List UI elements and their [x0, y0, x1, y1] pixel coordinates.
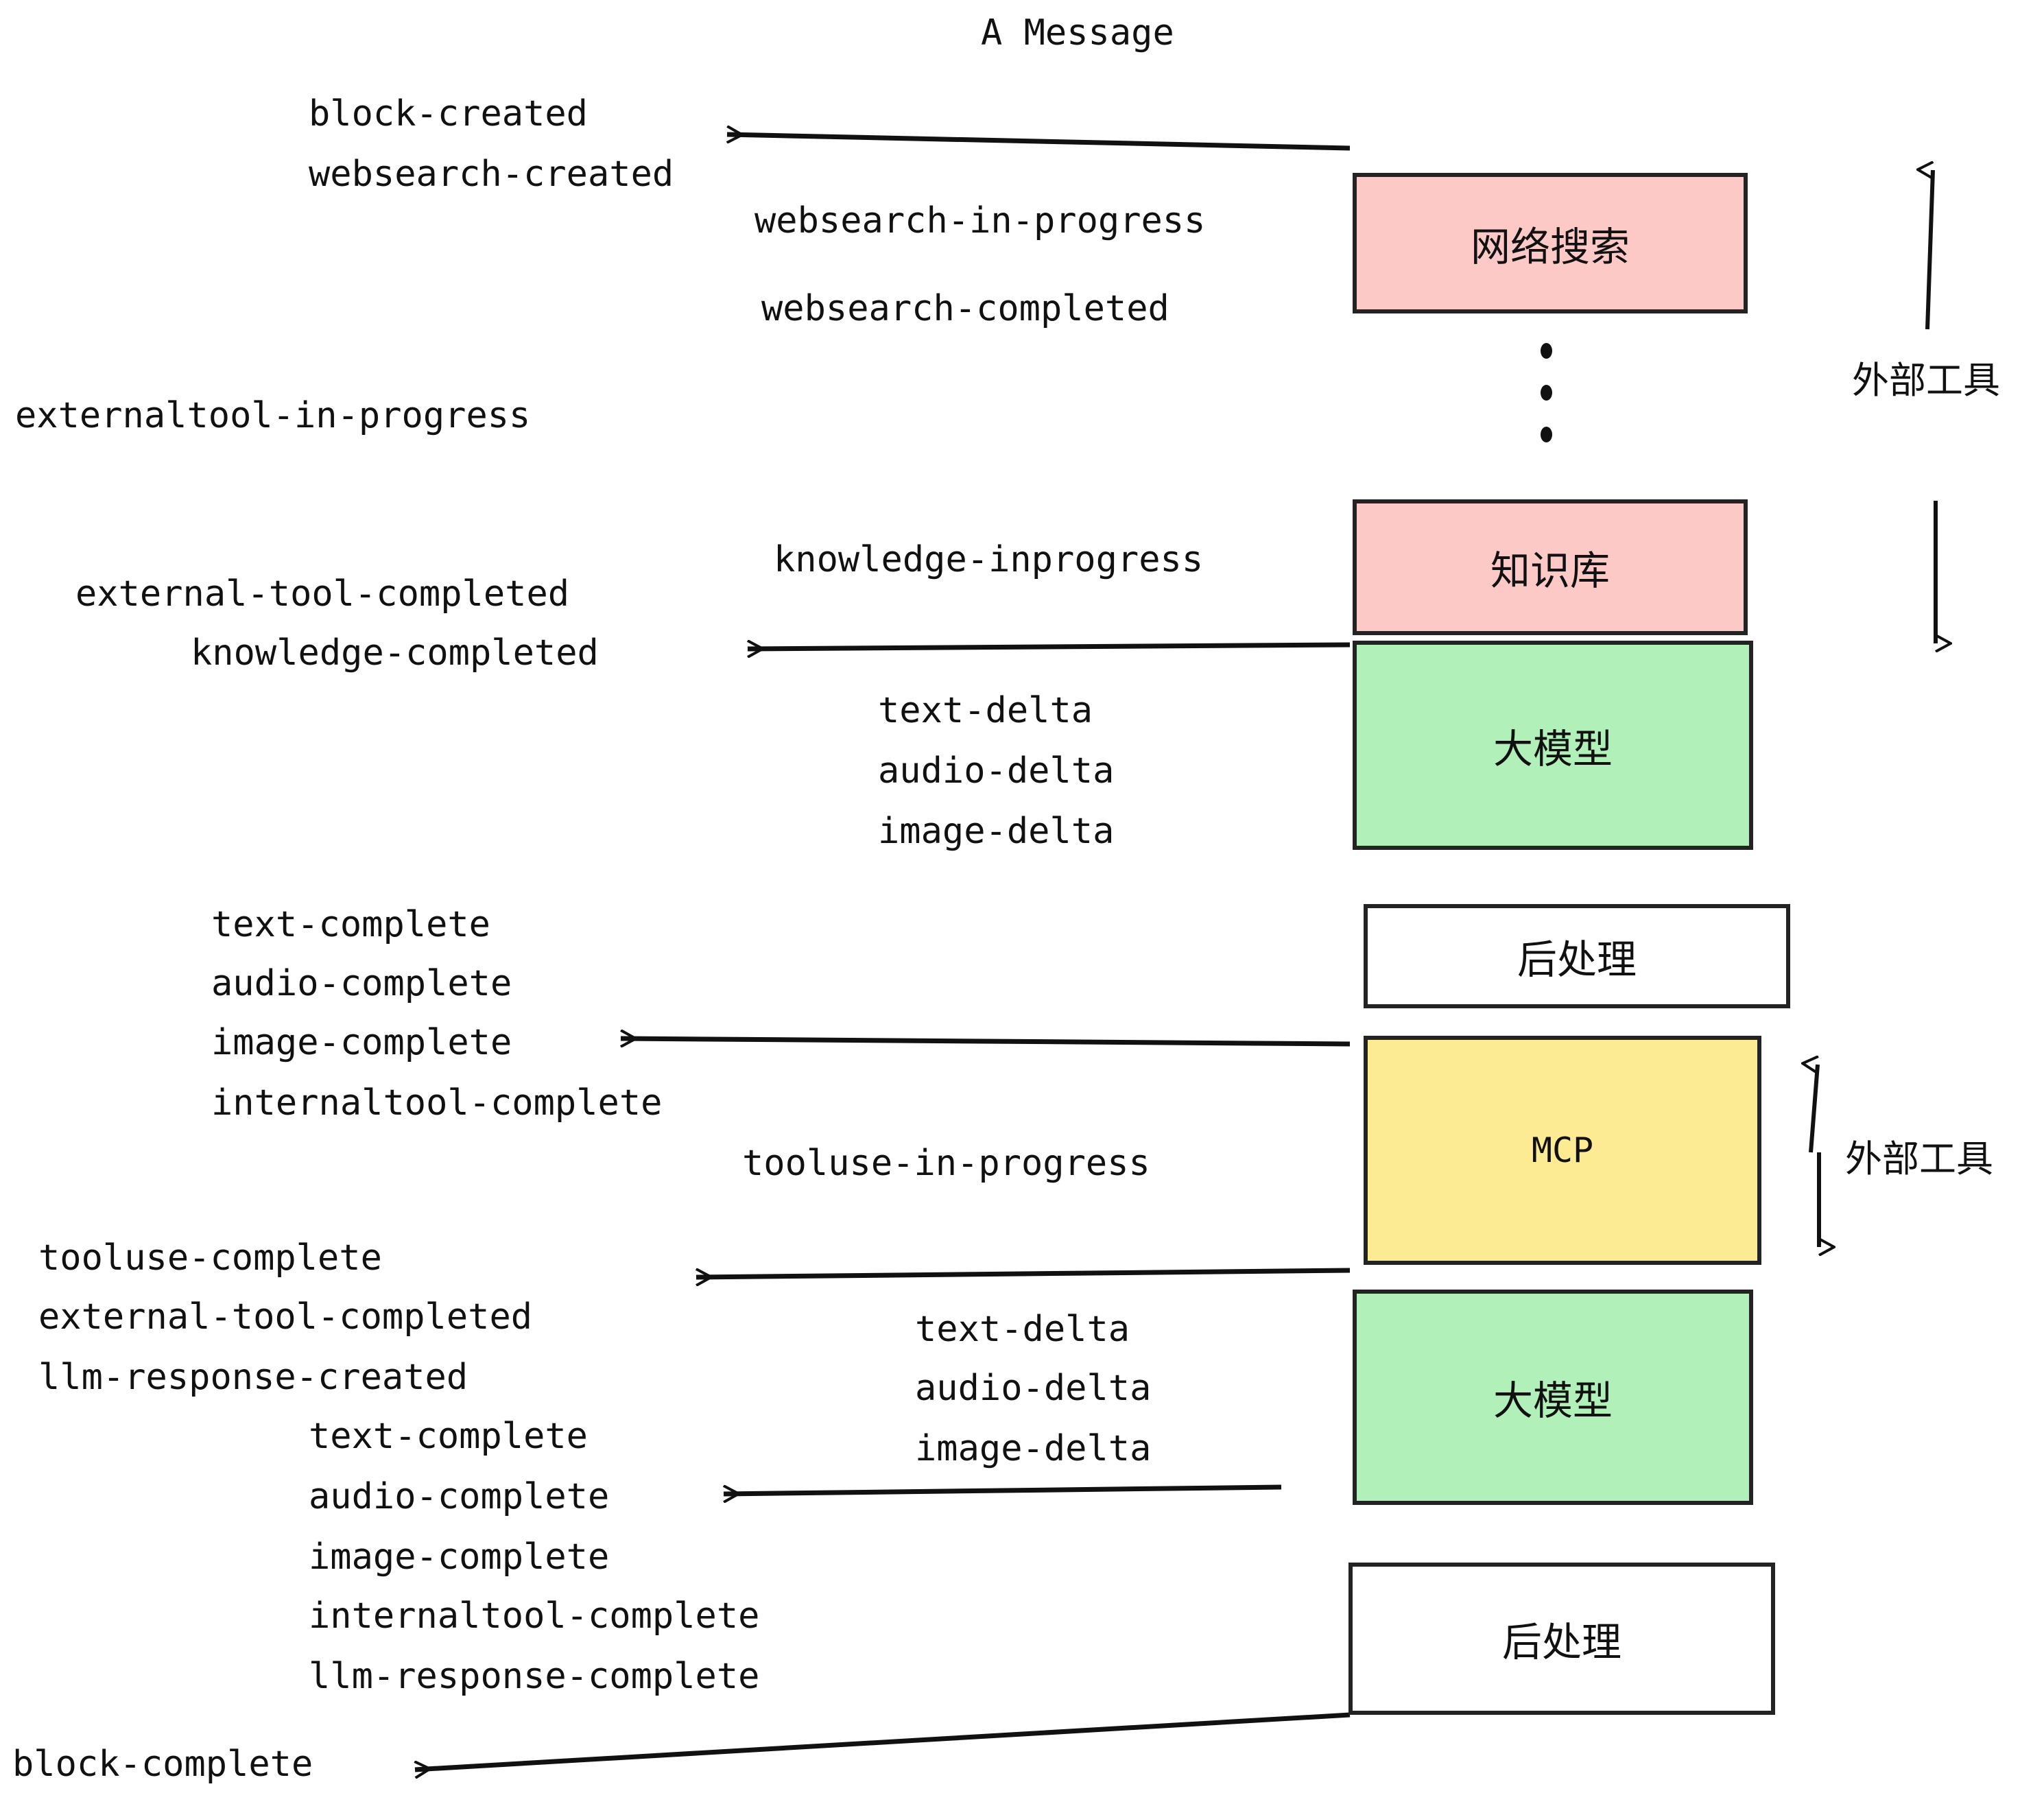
side-label-external-tool-top: 外部工具 [1852, 359, 2000, 402]
arrow-mcp-to-tooluse-complete [696, 1268, 1351, 1277]
diagram-title: A Message [981, 12, 1174, 54]
event-label-external-tool-completed-2: external-tool-completed [38, 1296, 533, 1338]
node-postprocess-1-label: 后处理 [1517, 936, 1637, 983]
arrow-postprocess1-to-image-complete [621, 1039, 1351, 1044]
node-websearch-label: 网络搜索 [1470, 223, 1630, 270]
event-label-text-delta-1: text-delta [878, 690, 1093, 731]
event-label-image-delta-2: image-delta [915, 1428, 1152, 1469]
event-label-audio-complete-1: audio-complete [211, 963, 512, 1004]
arrow-knowledge-to-knowledge-completed [748, 645, 1351, 649]
event-label-tooluse-complete: tooluse-complete [38, 1237, 382, 1279]
event-label-tooluse-in-progress: tooluse-in-progress [742, 1143, 1150, 1184]
node-mcp-label: MCP [1531, 1130, 1594, 1170]
node-llm-1-label: 大模型 [1493, 725, 1613, 772]
node-postprocess-1[interactable]: 后处理 [1364, 904, 1790, 1008]
node-websearch[interactable]: 网络搜索 [1353, 173, 1748, 313]
event-label-externaltool-in-progress: externaltool-in-progress [15, 395, 531, 436]
side-label-external-tool-bottom: 外部工具 [1845, 1137, 1993, 1180]
node-postprocess-2[interactable]: 后处理 [1348, 1563, 1775, 1715]
event-label-block-complete: block-complete [12, 1744, 313, 1785]
event-label-external-tool-completed-1: external-tool-completed [75, 573, 570, 615]
node-knowledge[interactable]: 知识库 [1353, 499, 1748, 635]
event-label-knowledge-inprogress: knowledge-inprogress [774, 539, 1204, 580]
event-label-internaltool-complete-2: internaltool-complete [309, 1595, 760, 1637]
node-llm-2-label: 大模型 [1493, 1377, 1613, 1424]
event-label-websearch-created: websearch-created [309, 154, 674, 195]
event-label-audio-delta-2: audio-delta [915, 1368, 1152, 1409]
node-llm-1[interactable]: 大模型 [1353, 641, 1753, 850]
event-label-image-complete-2: image-complete [309, 1536, 610, 1578]
event-label-block-created: block-created [309, 93, 588, 134]
event-label-llm-response-created: llm-response-created [38, 1357, 468, 1398]
node-knowledge-label: 知识库 [1490, 547, 1610, 594]
event-label-text-complete-2: text-complete [309, 1416, 588, 1457]
event-label-text-delta-2: text-delta [915, 1309, 1130, 1350]
event-label-audio-delta-1: audio-delta [878, 750, 1115, 792]
event-label-knowledge-completed: knowledge-completed [191, 632, 599, 674]
external-tool-bracket-top [1927, 170, 1936, 643]
event-label-image-delta-1: image-delta [878, 811, 1115, 852]
event-label-internaltool-complete-1: internaltool-complete [211, 1082, 663, 1124]
vertical-ellipsis-icon [1541, 343, 1552, 468]
node-mcp[interactable]: MCP [1364, 1036, 1761, 1265]
event-label-websearch-in-progress: websearch-in-progress [754, 200, 1206, 241]
arrow-websearch-to-block-created [727, 134, 1351, 151]
event-label-websearch-completed: websearch-completed [761, 288, 1169, 329]
node-llm-2[interactable]: 大模型 [1353, 1290, 1753, 1505]
event-label-llm-response-complete: llm-response-complete [309, 1656, 760, 1697]
external-tool-bracket-bottom [1811, 1065, 1819, 1247]
arrow-llm2-to-audio-complete [724, 1484, 1282, 1494]
event-label-audio-complete-2: audio-complete [309, 1476, 610, 1517]
node-postprocess-2-label: 后处理 [1501, 1619, 1621, 1665]
event-label-text-complete-1: text-complete [211, 904, 490, 945]
event-label-image-complete-1: image-complete [211, 1022, 512, 1063]
arrow-postprocess2-to-block-complete [415, 1712, 1351, 1770]
